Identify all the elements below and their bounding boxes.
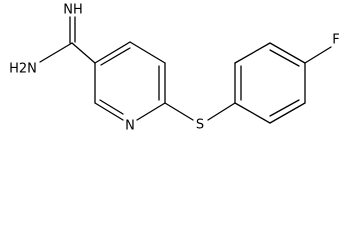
ring-bond-4 <box>136 102 166 121</box>
phenyl-bond-2 <box>234 42 271 64</box>
atom-label-ring-nitrogen: N <box>125 119 135 134</box>
bond-s-phenyl <box>207 102 236 121</box>
ring-bond-2 <box>129 41 166 64</box>
phenyl-bond-6 <box>234 102 271 124</box>
ring-bond-1-inner <box>100 47 131 66</box>
phenyl-bond-5 <box>269 102 306 124</box>
ring-bond-5-inner <box>99 99 124 115</box>
ring-bond-5 <box>94 102 124 121</box>
atom-label-amine: H2N <box>9 62 37 77</box>
bond-ring-s <box>164 102 194 121</box>
bond-c-nh2 <box>39 42 73 63</box>
thioether-link <box>164 102 236 121</box>
atom-label-sulfur: S <box>196 118 204 133</box>
phenyl-bond-3-inner <box>269 49 300 67</box>
atom-label-fluorine: F <box>332 33 339 48</box>
ring-bond-1 <box>94 41 131 64</box>
molecule-structure: NH H2N N S F <box>9 3 340 134</box>
bond-c-ring <box>71 42 96 64</box>
fluorophenyl-ring <box>234 42 332 124</box>
bond-c-f <box>304 46 332 64</box>
phenyl-bond-5-inner <box>269 99 300 117</box>
pyridine-ring <box>94 41 166 121</box>
atom-label-imine: NH <box>63 3 83 18</box>
phenyl-bond-3 <box>269 42 306 64</box>
amidine-group <box>39 16 96 64</box>
